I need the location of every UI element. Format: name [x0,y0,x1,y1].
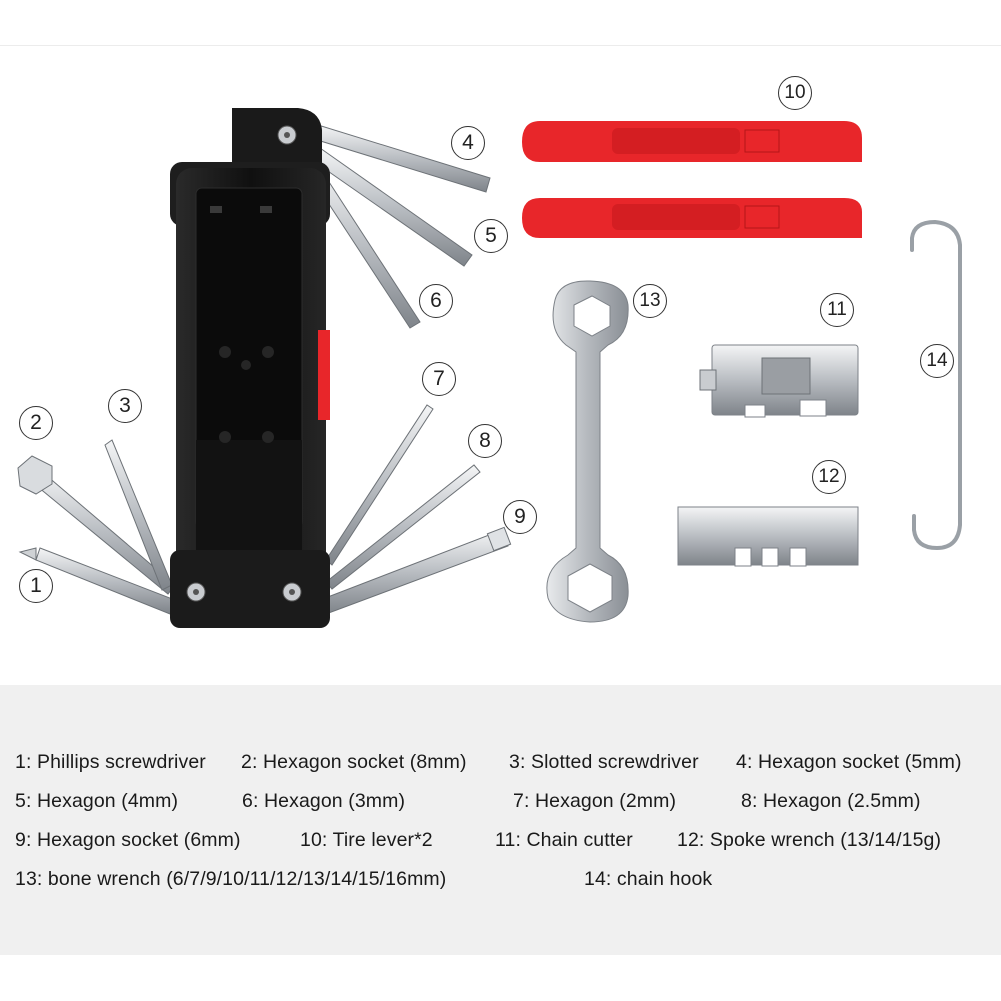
callout-7: 7 [422,362,456,396]
tool-kit-photo [17,108,962,628]
callout-8: 8 [468,424,502,458]
callout-10: 10 [778,76,812,110]
callout-12: 12 [812,460,846,494]
callout-1: 1 [19,569,53,603]
top-divider [0,45,1001,46]
legend-panel: 1: Phillips screwdriver 2: Hexagon socke… [0,685,1001,955]
hex-key-9 [319,526,512,615]
callout-2: 2 [19,406,53,440]
hexagon-socket-8mm [17,455,176,595]
legend-item-10: 10: Tire lever*2 [300,829,433,851]
callout-11: 11 [820,293,854,327]
callout-3: 3 [108,389,142,423]
slotted-screwdriver [104,439,173,591]
legend-item-14: 14: chain hook [584,868,713,890]
callout-6: 6 [419,284,453,318]
callout-14: 14 [920,344,954,378]
legend-item-8: 8: Hexagon (2.5mm) [741,790,921,812]
spoke-wrench [677,506,859,567]
callout-13: 13 [633,284,667,318]
tire-lever-top [522,120,862,162]
legend-item-7: 7: Hexagon (2mm) [513,790,677,812]
chain-hook [910,219,962,551]
multitool-body [170,108,330,628]
legend-item-9: 9: Hexagon socket (6mm) [15,829,241,851]
callout-4: 4 [451,126,485,160]
legend-item-6: 6: Hexagon (3mm) [242,790,406,812]
legend-item-5: 5: Hexagon (4mm) [15,790,179,812]
legend-item-2: 2: Hexagon socket (8mm) [241,751,467,773]
callout-9: 9 [503,500,537,534]
chain-cutter [699,344,859,418]
legend-item-12: 12: Spoke wrench (13/14/15g) [677,829,942,851]
bone-wrench [546,280,629,623]
tire-lever-bottom [522,197,862,238]
legend-item-4: 4: Hexagon socket (5mm) [736,751,962,773]
legend-item-1: 1: Phillips screwdriver [15,751,206,773]
legend-item-13: 13: bone wrench (6/7/9/10/11/12/13/14/15… [15,868,447,890]
callout-5: 5 [474,219,508,253]
legend-item-11: 11: Chain cutter [495,829,633,851]
legend-item-3: 3: Slotted screwdriver [509,751,699,773]
